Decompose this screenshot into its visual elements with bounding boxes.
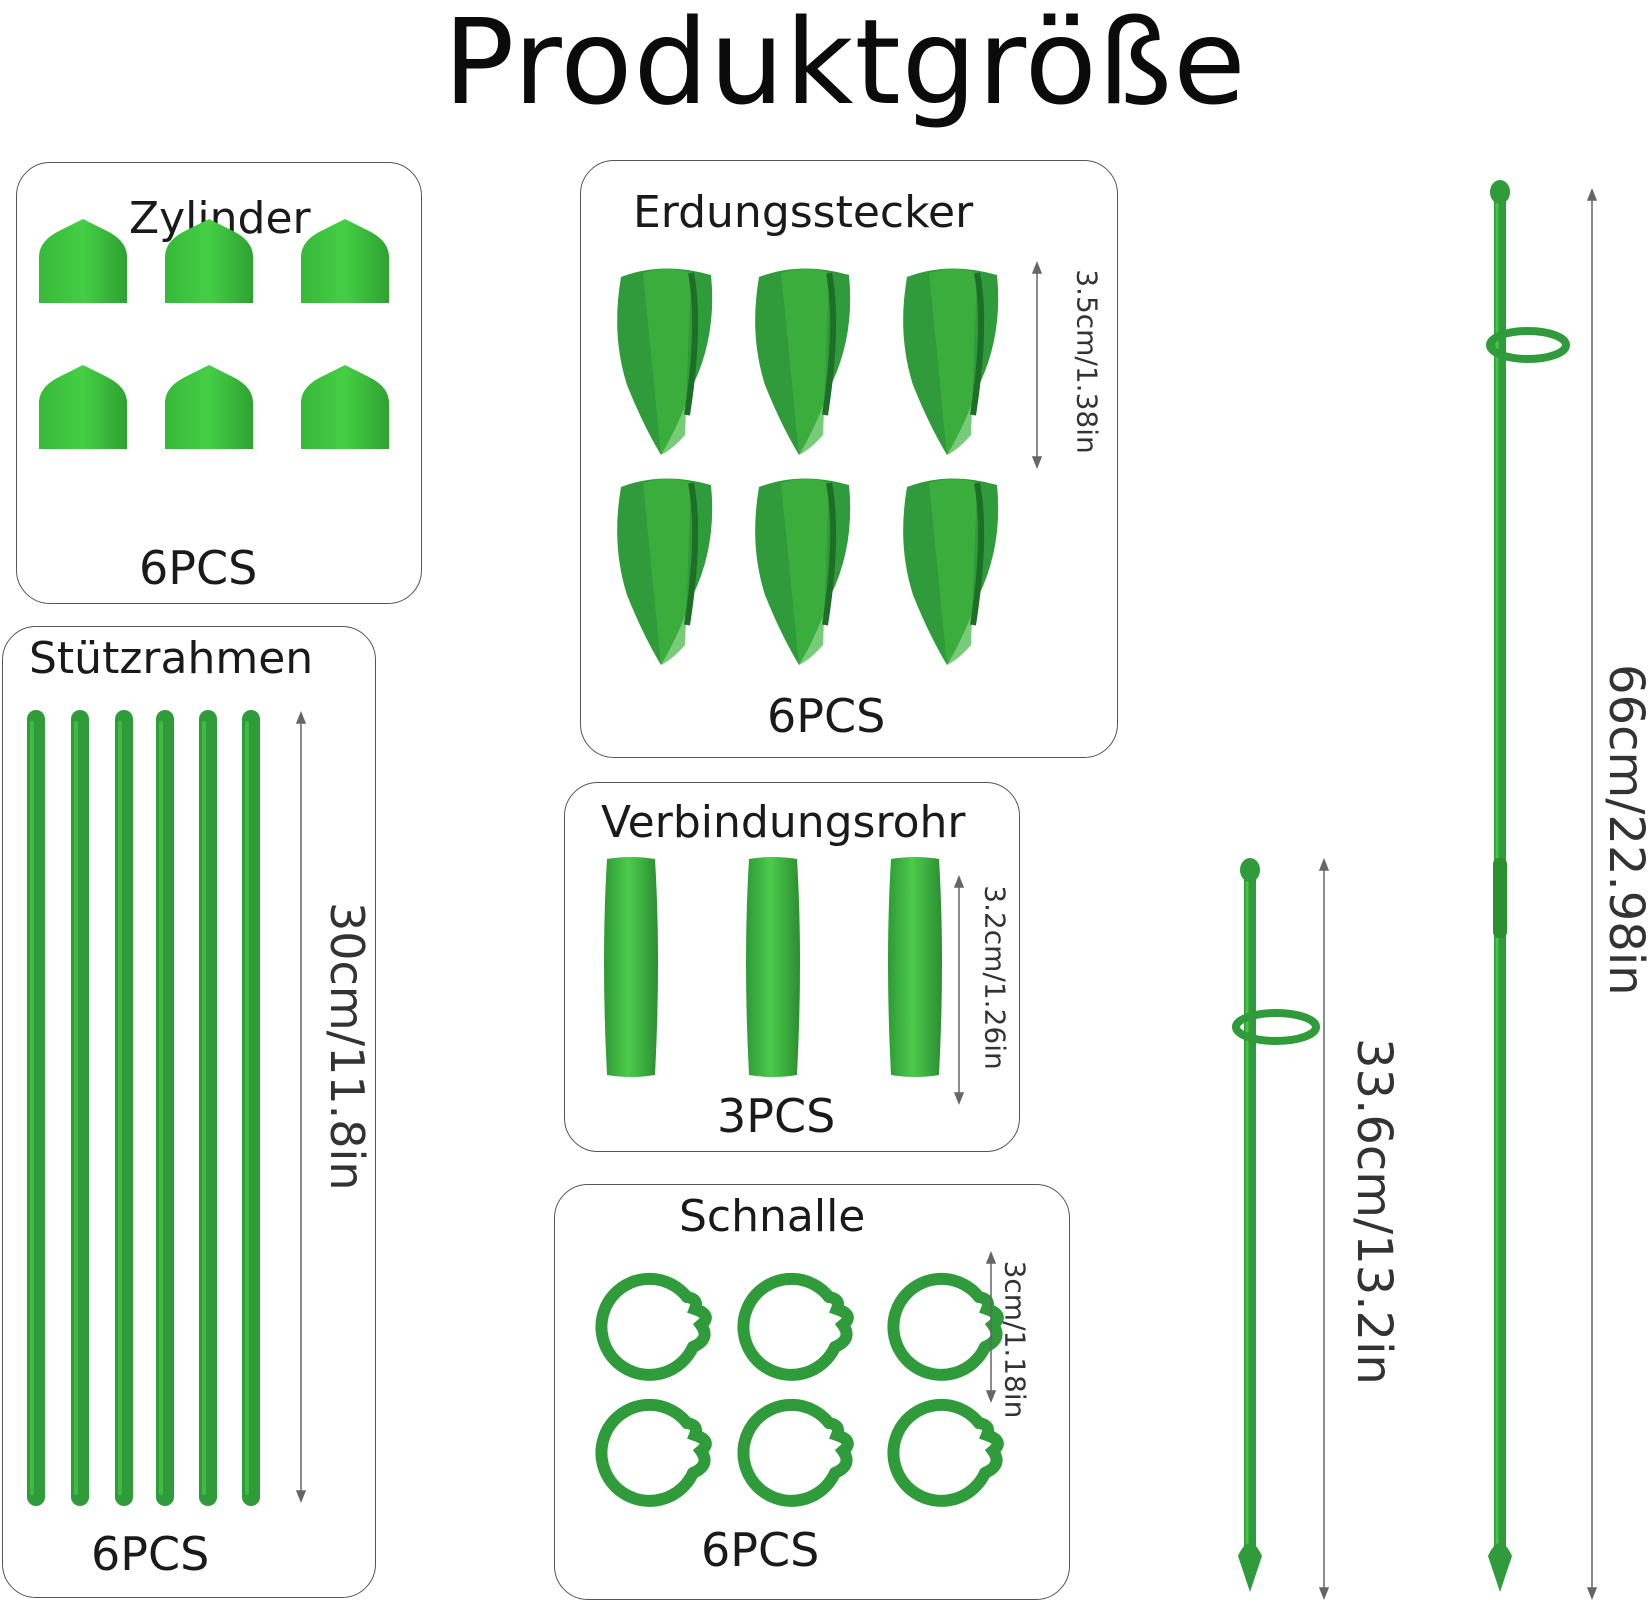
dimension-connector-tube: 3.2cm/1.26in (978, 885, 1012, 1070)
cylinder-cap (39, 219, 127, 303)
card-count-verbindungsrohr: 3PCS (717, 1089, 836, 1143)
cylinder-cap (165, 365, 253, 449)
connector-tubes-illustration (604, 857, 965, 1106)
card-verbindungsrohr: Verbindungsrohr 3.2cm/1.26in 3PCS (564, 782, 1020, 1152)
card-title-schnalle: Schnalle (679, 1191, 866, 1242)
dimension-buckle: 3cm/1.18in (998, 1260, 1032, 1419)
buckle-clip (887, 1272, 1004, 1381)
buckle-clip (887, 1398, 1004, 1507)
buckles-illustration (595, 1250, 1004, 1507)
page-title: Produktgröße (443, 0, 1247, 131)
card-stuetzrahmen: Stützrahmen 30cm/11.8in 6PCS (2, 626, 376, 1598)
dimension-arrow-tube (953, 874, 965, 1106)
dimension-arrow-stake (1031, 260, 1043, 470)
support-rods-illustration (27, 710, 307, 1506)
cylinder-cap (301, 219, 389, 303)
cylinder-cap (165, 219, 253, 303)
long-plant-stake (1486, 180, 1570, 1592)
card-title-verbindungsrohr: Verbindungsrohr (601, 797, 966, 848)
ground-stake (617, 268, 713, 455)
card-zylinder: Zylinder 6PCS (16, 162, 422, 604)
card-erdungsstecker: Erdungsstecker (580, 160, 1118, 758)
buckle-clip (737, 1272, 854, 1381)
connector-tube (746, 857, 800, 1077)
ground-stake (755, 478, 851, 665)
card-title-erdungsstecker: Erdungsstecker (633, 187, 974, 238)
dimension-arrow-support (295, 710, 307, 1504)
dimension-support: 30cm/11.8in (320, 902, 374, 1191)
cylinder-caps-illustration (39, 219, 389, 449)
buckle-clip (737, 1398, 854, 1507)
ground-stakes-illustration (617, 260, 1043, 665)
ground-stake (903, 268, 999, 455)
buckle-clip (595, 1398, 712, 1507)
dimension-short-stake: 33.6cm/13.2in (1346, 1038, 1402, 1385)
card-count-erdungsstecker: 6PCS (767, 689, 886, 743)
card-schnalle: Schnalle 3cm/1.18in 6PCS (554, 1184, 1070, 1600)
dimension-long-stake: 66cm/22.98in (1598, 664, 1650, 996)
buckle-clip (595, 1272, 712, 1381)
dimension-arrow-buckle (985, 1250, 997, 1404)
card-title-stuetzrahmen: Stützrahmen (29, 633, 314, 684)
ground-stake (617, 478, 713, 665)
short-plant-stake (1232, 858, 1320, 1592)
card-count-stuetzrahmen: 6PCS (91, 1527, 210, 1581)
ground-stake (755, 268, 851, 455)
cylinder-cap (301, 365, 389, 449)
dimension-ground-stake: 3.5cm/1.38in (1070, 269, 1104, 454)
dimension-arrow-short-stake (1318, 857, 1330, 1601)
connector-tube (604, 857, 658, 1077)
card-count-zylinder: 6PCS (139, 541, 258, 595)
connector-tube (888, 857, 942, 1077)
cylinder-cap (39, 365, 127, 449)
dimension-arrow-long-stake (1586, 187, 1598, 1601)
card-count-schnalle: 6PCS (701, 1523, 820, 1577)
ground-stake (903, 478, 999, 665)
